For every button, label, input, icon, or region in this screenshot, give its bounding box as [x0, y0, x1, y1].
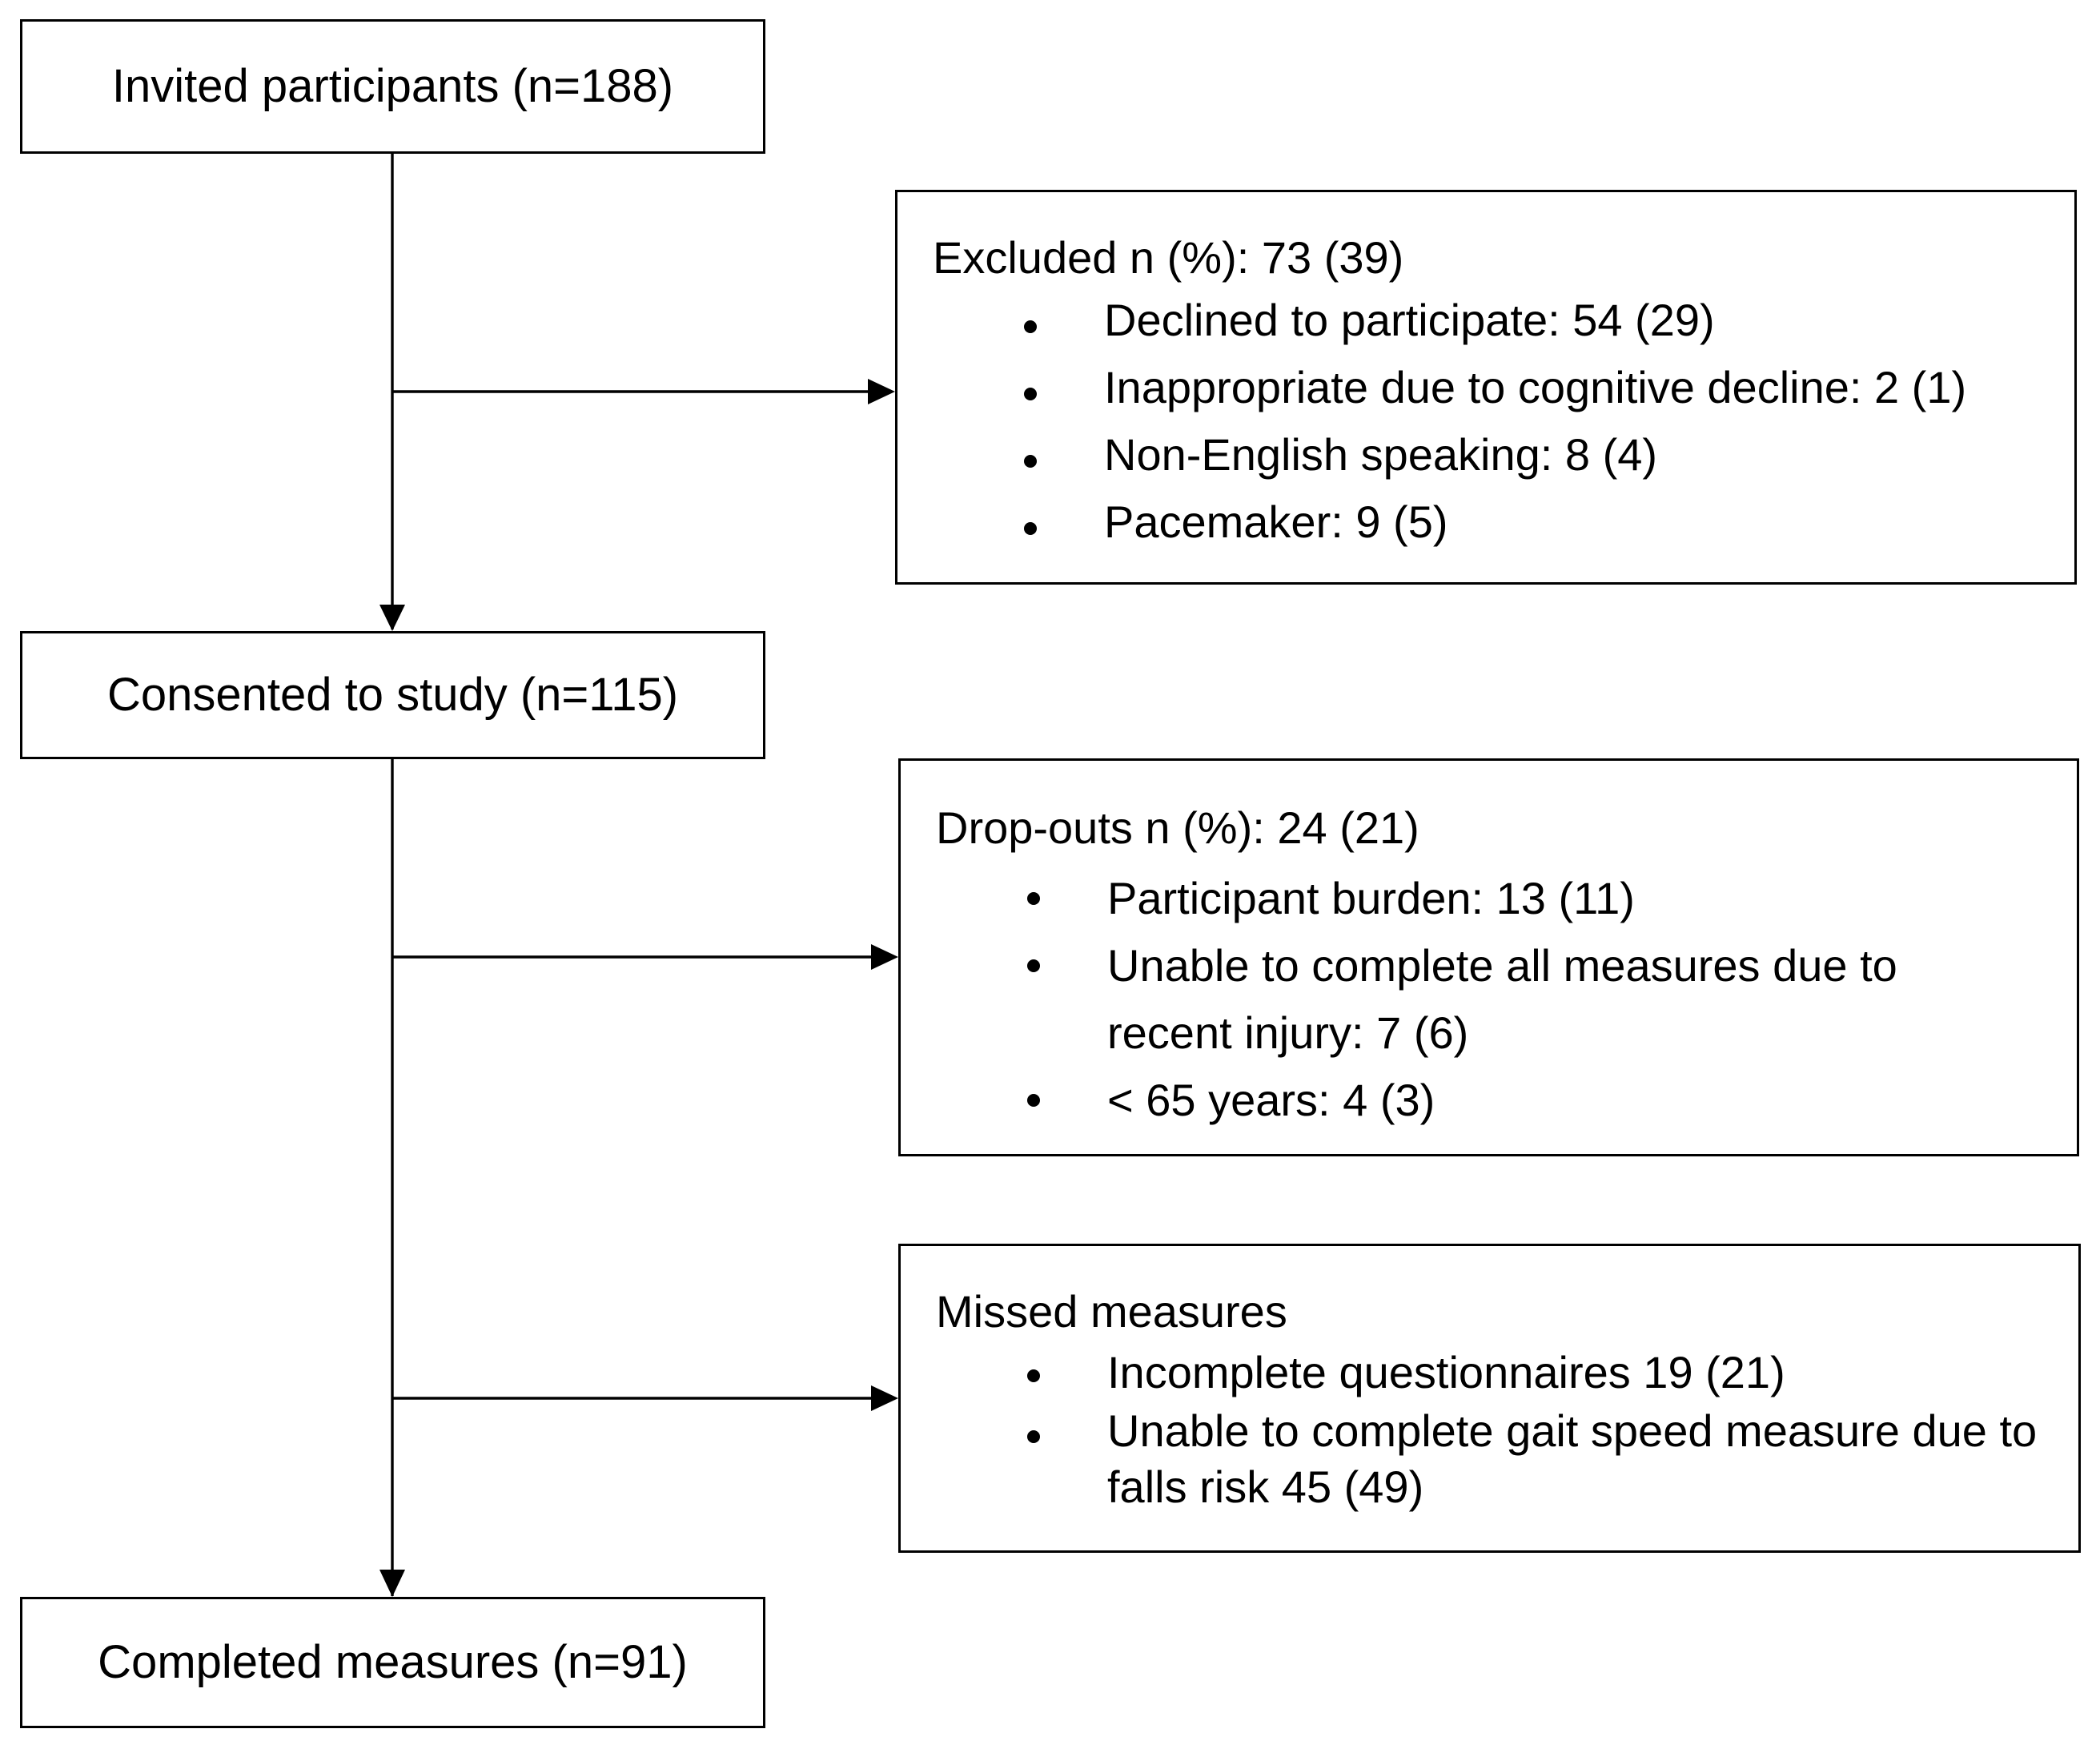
bullet-icon: [1019, 360, 1104, 428]
dropouts-box: Drop-outs n (%): 24 (21) Participant bur…: [898, 758, 2079, 1156]
missed-measures-heading: Missed measures: [936, 1286, 1287, 1337]
excluded-item: Inappropriate due to cognitive decline: …: [1019, 360, 2060, 428]
bullet-icon: [1022, 1342, 1107, 1403]
invited-participants-label: Invited participants (n=188): [111, 60, 674, 112]
excluded-item: Pacemaker: 9 (5): [1019, 495, 2060, 562]
bullet-icon: [1022, 865, 1107, 932]
missed-measures-item: Incomplete questionnaires 19 (21): [1022, 1342, 2063, 1403]
bullet-icon: [1022, 932, 1107, 999]
completed-measures-box: Completed measures (n=91): [20, 1597, 765, 1728]
excluded-item: Declined to participate: 54 (29): [1019, 293, 2060, 360]
bullet-icon: [1022, 1067, 1107, 1134]
dropouts-list: Participant burden: 13 (11) Unable to co…: [1022, 865, 1967, 1134]
consented-box: Consented to study (n=115): [20, 631, 765, 759]
excluded-item: Non-English speaking: 8 (4): [1019, 428, 2060, 495]
completed-measures-label: Completed measures (n=91): [98, 1636, 688, 1688]
arrowhead-excluded: [868, 379, 895, 404]
arrowhead-completed: [379, 1570, 405, 1597]
arrowhead-dropouts: [871, 944, 898, 970]
excluded-heading: Excluded n (%): 73 (39): [933, 232, 1404, 283]
bullet-icon: [1019, 293, 1104, 360]
bullet-icon: [1019, 495, 1104, 562]
dropouts-item: Participant burden: 13 (11): [1022, 865, 1967, 932]
excluded-box: Excluded n (%): 73 (39) Declined to part…: [895, 190, 2077, 585]
consented-label: Consented to study (n=115): [106, 669, 679, 721]
dropouts-item: < 65 years: 4 (3): [1022, 1067, 1967, 1134]
missed-measures-item: Unable to complete gait speed measure du…: [1022, 1403, 2063, 1515]
excluded-list: Declined to participate: 54 (29) Inappro…: [1019, 293, 2060, 562]
dropouts-item: Unable to complete all measures due to r…: [1022, 932, 1967, 1067]
bullet-icon: [1022, 1403, 1107, 1459]
dropouts-heading: Drop-outs n (%): 24 (21): [936, 802, 1419, 853]
bullet-icon: [1019, 428, 1104, 495]
arrowhead-consented: [379, 605, 405, 631]
invited-participants-box: Invited participants (n=188): [20, 19, 765, 154]
missed-measures-list: Incomplete questionnaires 19 (21) Unable…: [1022, 1342, 2063, 1515]
missed-measures-box: Missed measures Incomplete questionnaire…: [898, 1244, 2081, 1553]
arrowhead-missed: [871, 1385, 898, 1411]
